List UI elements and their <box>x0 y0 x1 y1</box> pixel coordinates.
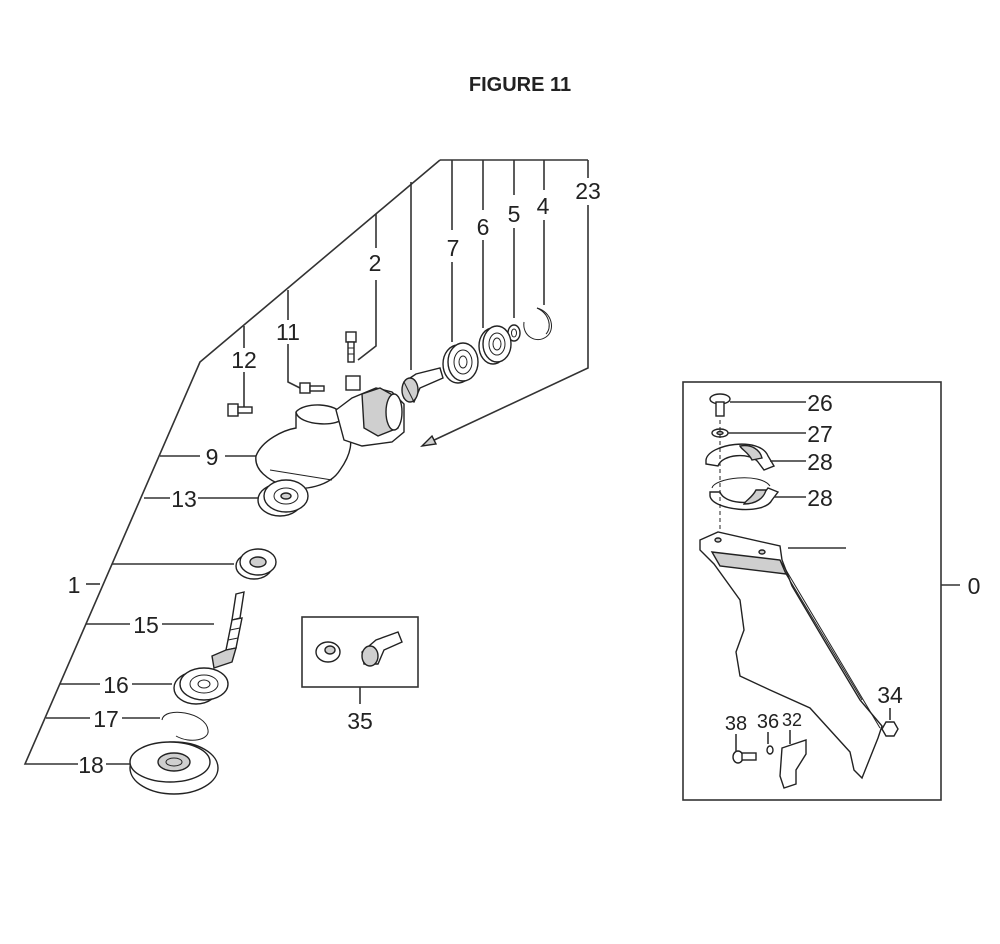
seal-part <box>235 548 277 580</box>
bracket-part-32 <box>779 739 807 789</box>
screw-part-26 <box>709 393 731 417</box>
callout-35: 35 <box>347 708 373 734</box>
callout-16: 16 <box>103 672 129 698</box>
callout-12: 12 <box>231 347 257 373</box>
bolt-part-2 <box>345 331 357 363</box>
kit-box-35 <box>301 616 419 704</box>
clamp-part-28-upper <box>705 443 776 471</box>
pinion-gear <box>401 367 444 403</box>
callout-17: 17 <box>93 706 119 732</box>
circlip-part-17 <box>161 711 209 741</box>
callout-1: 1 <box>68 572 81 598</box>
guard-box <box>682 381 960 801</box>
bolt-part-12 <box>227 403 253 417</box>
bearing-part-7 <box>442 342 479 384</box>
cover-part-18 <box>129 741 219 795</box>
callout-36: 36 <box>757 711 779 733</box>
shaft-part-15 <box>211 591 245 669</box>
callout-6: 6 <box>477 214 490 240</box>
bolt-part-11 <box>299 382 325 394</box>
callout-2: 2 <box>369 250 382 276</box>
gear-housing-part-9 <box>255 375 405 489</box>
callout-13: 13 <box>171 486 197 512</box>
bearing-part-13 <box>257 479 309 517</box>
nut-part-34 <box>881 721 899 737</box>
figure-title: FIGURE 11 <box>468 74 572 96</box>
callout-7: 7 <box>447 235 460 261</box>
bolt-part-38 <box>732 750 757 764</box>
callout-5: 5 <box>508 201 521 227</box>
callout-9: 9 <box>206 444 219 470</box>
callout-4: 4 <box>537 193 550 219</box>
callout-26: 26 <box>807 390 833 416</box>
callout-27: 27 <box>807 421 833 447</box>
circlip-part-4 <box>523 307 552 341</box>
clamp-part-28-lower <box>709 477 780 511</box>
pointer-tip-23 <box>420 434 438 447</box>
bearing-part-6 <box>478 325 512 365</box>
washer-part-36 <box>766 745 774 755</box>
guard-body <box>699 531 883 780</box>
callout-15: 15 <box>133 612 159 638</box>
callout-38: 38 <box>725 713 747 735</box>
callout-0: 0 <box>968 573 981 599</box>
callout-23: 23 <box>575 178 601 204</box>
callout-11: 11 <box>276 319 300 345</box>
callout-28-lower: 28 <box>807 485 833 511</box>
callout-labels: 23 4 5 6 7 2 11 12 9 13 1 15 16 17 18 35… <box>68 178 981 778</box>
leader-lines <box>23 159 589 765</box>
bearing-part-16 <box>173 667 229 705</box>
callout-32: 32 <box>782 710 802 730</box>
callout-34: 34 <box>877 682 903 708</box>
callout-18: 18 <box>78 752 104 778</box>
callout-28-upper: 28 <box>807 449 833 475</box>
